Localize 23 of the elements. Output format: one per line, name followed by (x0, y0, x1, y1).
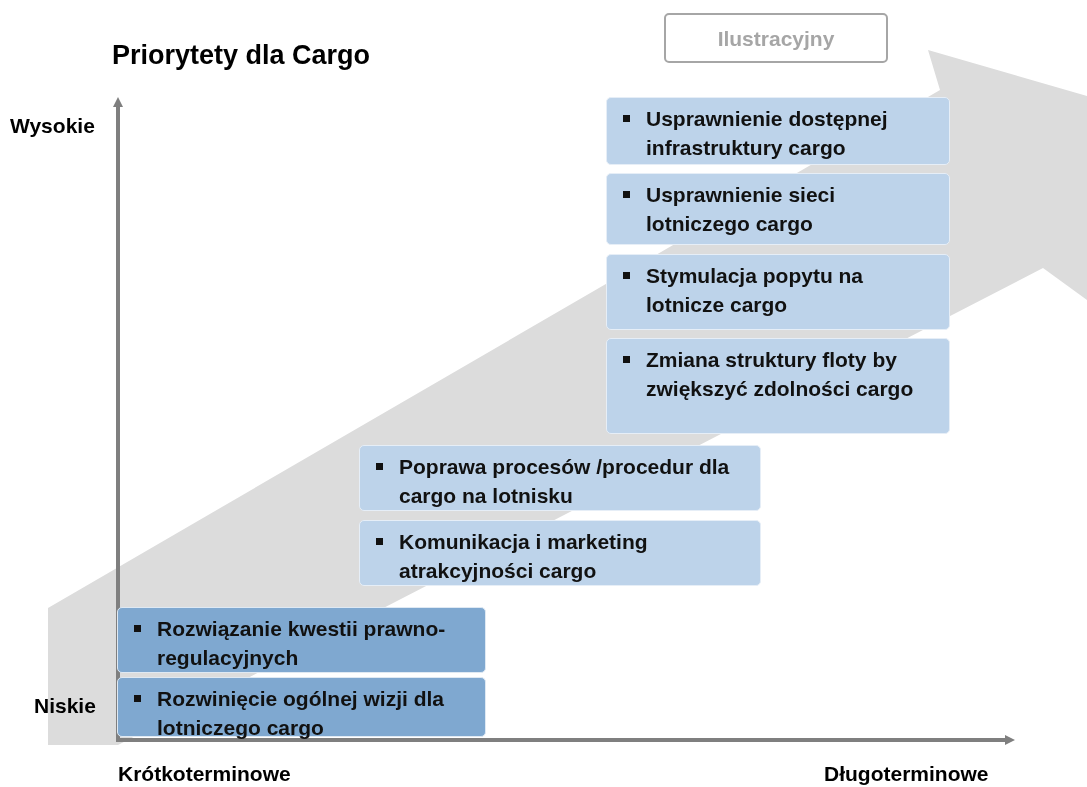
axis-label: Długoterminowe (824, 762, 989, 786)
priority-text: Poprawa procesów /procedur dla cargo na lotnisku (399, 454, 731, 509)
priority-box (359, 445, 761, 511)
tag-box (664, 13, 888, 63)
priority-text: Stymulacja popytu na lotnicze cargo (646, 263, 865, 318)
chart-title: Priorytety dla Cargo (112, 40, 371, 71)
priority-text: Rozwinięcie ogólnej wizji dla lotniczego cargo (157, 686, 446, 741)
priority-box (117, 677, 486, 737)
axis-label: Wysokie (10, 114, 95, 138)
axis-label: Krótkoterminowe (118, 762, 291, 786)
priority-box (606, 254, 950, 330)
priority-text: Komunikacja i marketing atrakcyjności cargo (399, 529, 649, 584)
priority-box (359, 520, 761, 586)
priority-box (606, 97, 950, 165)
tag-label: Ilustracyjny (717, 25, 835, 52)
priority-text: Rozwiązanie kwestii prawno-regulacyjnych (157, 616, 447, 671)
axis-label: Niskie (34, 694, 96, 718)
priority-text: Zmiana struktury floty by zwiększyć zdolności cargo (646, 347, 915, 402)
priority-box (606, 338, 950, 434)
priority-text: Usprawnienie sieci lotniczego cargo (646, 182, 837, 237)
priority-text: Usprawnienie dostępnej infrastruktury cargo (646, 106, 889, 161)
priority-box (117, 607, 486, 673)
priority-box (606, 173, 950, 245)
